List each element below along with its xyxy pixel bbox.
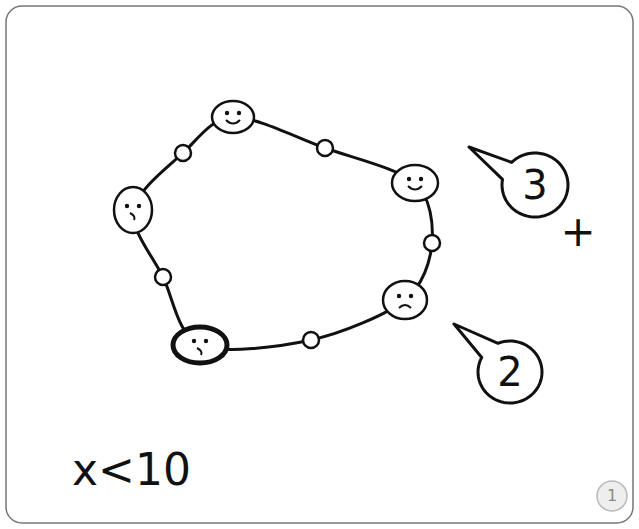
speech-bubble: 3 <box>502 153 568 217</box>
ring-of-players <box>114 101 440 363</box>
face-outline <box>383 281 427 319</box>
face-outline <box>392 165 438 201</box>
face-eye <box>225 111 229 115</box>
page-number: 1 <box>607 488 617 504</box>
face-eye <box>137 204 141 208</box>
bead-circle <box>424 235 440 251</box>
face-mouth <box>197 348 202 355</box>
condition-note: x<10 <box>72 448 191 492</box>
face-eye <box>192 339 196 343</box>
bubble-outline <box>454 324 542 403</box>
player-face <box>114 187 152 233</box>
card-border <box>6 6 633 523</box>
page-number-circle: 1 <box>597 481 627 511</box>
speech-bubble: 2 <box>478 341 542 403</box>
face-eye <box>407 177 411 181</box>
face-mouth <box>399 305 411 308</box>
face-outline <box>212 101 254 133</box>
plus-sign: + <box>560 211 595 253</box>
ring-line <box>133 117 433 349</box>
bead-circle <box>155 269 171 285</box>
bubble-outline <box>469 147 568 217</box>
callout-number: 3 <box>522 165 547 205</box>
face-eye <box>409 294 413 298</box>
player-face <box>383 281 427 319</box>
face-eye <box>204 339 208 343</box>
face-eye <box>125 204 129 208</box>
player-face <box>392 165 438 201</box>
player-face <box>212 101 254 133</box>
bead-circle <box>317 140 333 156</box>
face-mouth <box>130 213 135 220</box>
face-eye <box>397 294 401 298</box>
bead-circle <box>175 145 191 161</box>
bead-circle <box>303 332 319 348</box>
circle-outline <box>597 481 627 511</box>
face-mouth <box>408 186 422 190</box>
face-outline <box>114 187 152 233</box>
face-eye <box>419 177 423 181</box>
player-face <box>173 327 227 363</box>
callout-number: 2 <box>497 352 522 392</box>
face-eye <box>237 111 241 115</box>
face-outline <box>173 327 227 363</box>
face-mouth <box>226 120 240 124</box>
